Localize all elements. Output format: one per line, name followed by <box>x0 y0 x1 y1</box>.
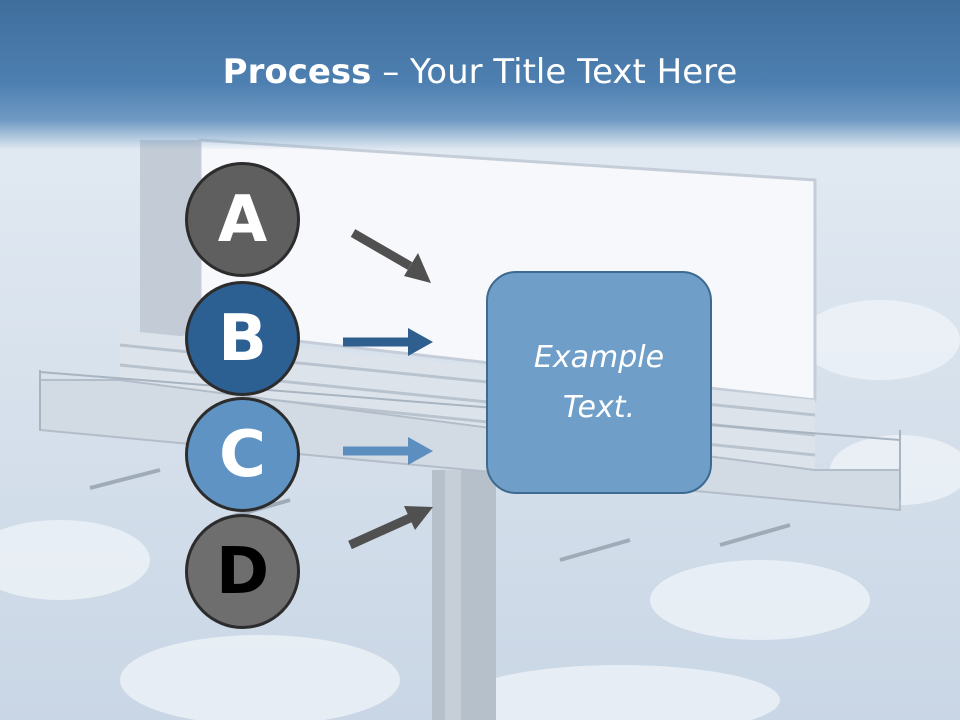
step-a-circle: A <box>185 162 300 277</box>
example-text: Example Text. <box>533 339 665 425</box>
step-a-letter: A <box>217 182 268 257</box>
title-text: Your Title Text Here <box>410 52 738 92</box>
step-c-letter: C <box>219 417 266 492</box>
arrow-d <box>348 506 433 550</box>
step-d-circle: D <box>185 514 300 629</box>
arrow-b <box>343 328 433 356</box>
example-text-box: Example Text. <box>486 271 712 494</box>
arrow-c <box>343 437 433 465</box>
step-d-letter: D <box>215 534 270 609</box>
step-c-circle: C <box>185 397 300 512</box>
step-b-circle: B <box>185 281 300 396</box>
step-b-letter: B <box>218 301 267 376</box>
title-bold: Process <box>222 52 372 92</box>
title-separator: – <box>371 52 411 92</box>
slide-title: Process – Your Title Text Here <box>0 52 960 92</box>
arrow-a <box>350 229 431 283</box>
title-bar <box>0 0 960 150</box>
